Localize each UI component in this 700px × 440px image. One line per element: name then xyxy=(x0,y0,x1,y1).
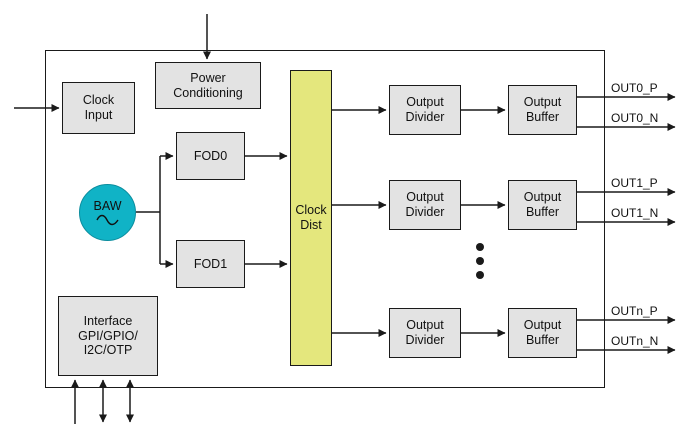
output-label-outn-n: OUTn_N xyxy=(611,334,659,348)
sine-wave-icon xyxy=(95,214,119,226)
interface-block: Interface GPI/GPIO/ I2C/OTP xyxy=(58,296,158,376)
output-divider-block-1: Output Divider xyxy=(389,180,461,230)
fod0-block: FOD0 xyxy=(176,132,245,180)
baw-label: BAW xyxy=(93,199,122,213)
output-buffer-block-n: Output Buffer xyxy=(508,308,577,358)
baw-oscillator-block: BAW xyxy=(79,184,136,241)
output-label-out1-p: OUT1_P xyxy=(611,176,658,190)
chip-boundary xyxy=(45,50,605,388)
fod1-block: FOD1 xyxy=(176,240,245,288)
output-label-out1-n: OUT1_N xyxy=(611,206,659,220)
clock-dist-block: Clock Dist xyxy=(290,70,332,366)
output-divider-block-n: Output Divider xyxy=(389,308,461,358)
output-divider-block-0: Output Divider xyxy=(389,85,461,135)
power-conditioning-block: Power Conditioning xyxy=(155,62,261,109)
output-label-out0-n: OUT0_N xyxy=(611,111,659,125)
output-label-outn-p: OUTn_P xyxy=(611,304,658,318)
output-buffer-block-0: Output Buffer xyxy=(508,85,577,135)
clock-input-block: Clock Input xyxy=(62,82,135,134)
output-label-out0-p: OUT0_P xyxy=(611,81,658,95)
output-buffer-block-1: Output Buffer xyxy=(508,180,577,230)
